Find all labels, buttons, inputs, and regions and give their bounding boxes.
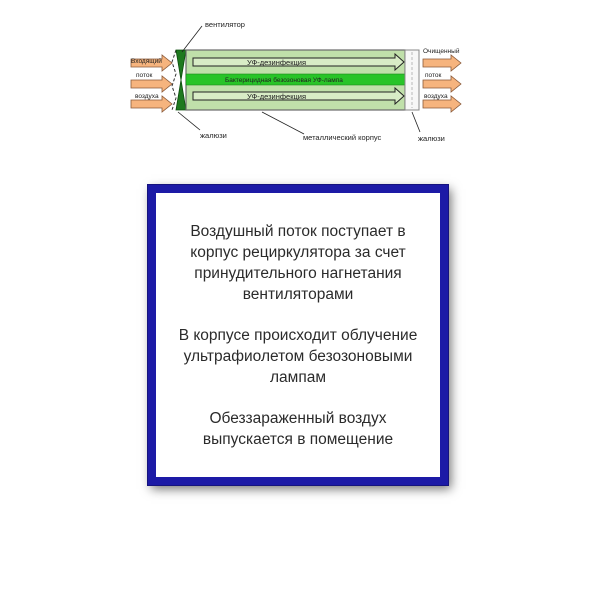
outlet-arrow-3 — [422, 95, 462, 113]
label-inlet-1: Входящий — [131, 57, 162, 65]
uv-flow-arrow-bottom — [192, 86, 405, 106]
label-outlet-3: воздуха — [424, 93, 448, 100]
label-uv-bottom: УФ-дезинфекция — [247, 92, 306, 101]
louvers-left-leader — [177, 111, 201, 131]
label-inlet-2: поток — [136, 72, 153, 79]
fan-icon — [175, 49, 187, 111]
inlet-arrow-1 — [130, 54, 173, 72]
label-uv-top: УФ-дезинфекция — [247, 58, 306, 67]
label-outlet-1: Очищенный — [423, 47, 460, 55]
info-paragraph-intake: Воздушный поток поступает в корпус рецир… — [190, 222, 406, 303]
outlet-arrow-2 — [422, 75, 462, 93]
info-paragraph-exhaust: Обеззараженный воздух выпускается в поме… — [202, 409, 394, 448]
uv-flow-arrow-top — [192, 52, 405, 72]
inlet-arrows — [130, 54, 173, 113]
info-paragraph-irradiation: В корпусе происходит облучение ультрафио… — [178, 326, 418, 386]
label-metal-case: металлический корпус — [303, 133, 382, 142]
label-louvers-right: жалюзи — [418, 134, 445, 143]
louvers-right-leader — [411, 111, 421, 133]
outlet-arrows — [422, 54, 462, 113]
label-louvers-left: жалюзи — [200, 131, 227, 140]
label-outlet-2: поток — [425, 72, 442, 79]
recirculator-diagram: вентилятор Входящий поток воздуха УФ-дез… — [130, 20, 462, 143]
label-lamp: Бактерицидная безозоновая УФ-лампа — [225, 76, 343, 84]
info-box: Воздушный поток поступает в корпус рецир… — [148, 185, 448, 485]
case-leader — [261, 111, 305, 135]
inlet-arrow-2 — [130, 75, 173, 93]
fan-leader — [181, 25, 203, 53]
label-inlet-3: воздуха — [135, 93, 159, 100]
inlet-arrow-3 — [130, 95, 173, 113]
outlet-arrow-1 — [422, 54, 462, 72]
left-louvers — [171, 49, 177, 111]
label-fan: вентилятор — [205, 20, 245, 29]
